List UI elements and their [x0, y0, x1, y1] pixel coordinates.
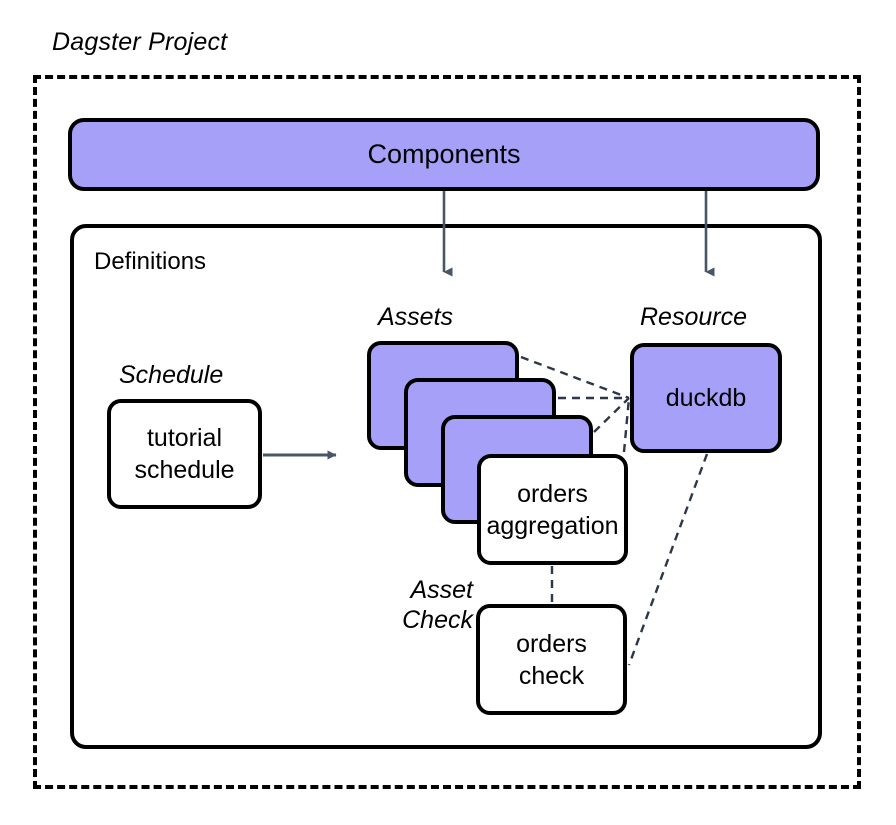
- duckdb-resource-box[interactable]: duckdb: [630, 343, 782, 453]
- orders-check-box[interactable]: orders check: [476, 604, 627, 715]
- duckdb-label: duckdb: [665, 384, 747, 412]
- components-label: Components: [367, 139, 521, 170]
- project-frame: [33, 75, 861, 789]
- schedule-group-label: Schedule: [119, 361, 224, 389]
- tutorial-schedule-label: tutorial schedule: [134, 424, 235, 484]
- orders-check-label: orders check: [516, 629, 587, 690]
- assets-group-label: Assets: [378, 303, 454, 331]
- resource-group-label: Resource: [640, 303, 747, 331]
- orders-aggregation-label: orders aggregation: [486, 479, 619, 540]
- components-box[interactable]: Components: [68, 118, 820, 191]
- tutorial-schedule-box[interactable]: tutorial schedule: [107, 399, 262, 509]
- asset-check-group-label: Asset Check: [402, 576, 473, 634]
- definitions-label: Definitions: [94, 248, 207, 275]
- project-title: Dagster Project: [52, 28, 228, 56]
- orders-aggregation-box[interactable]: orders aggregation: [477, 454, 628, 565]
